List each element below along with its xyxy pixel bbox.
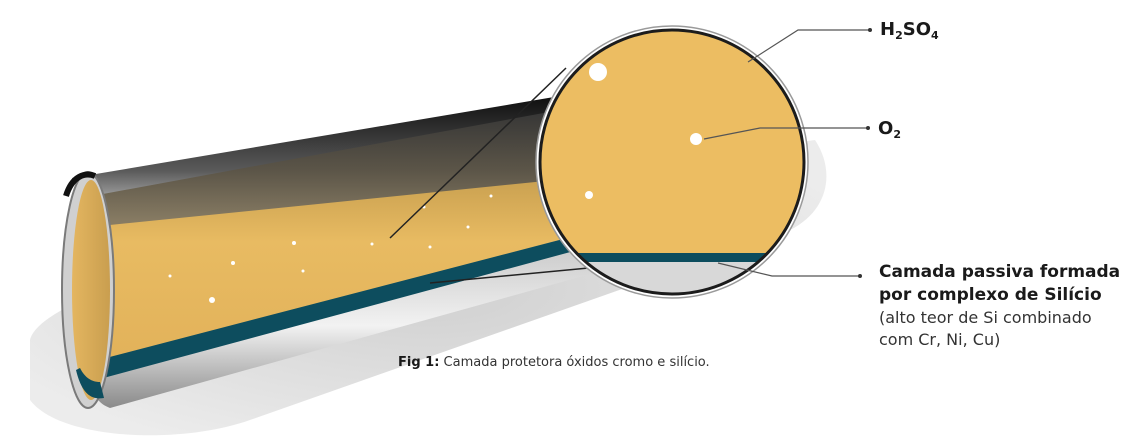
passive-layer-strip [98, 232, 598, 382]
leader-lines [703, 29, 870, 277]
o2-sub: 2 [893, 128, 901, 141]
h2so4-base-1: H [880, 19, 896, 40]
leader-layer [717, 262, 860, 277]
leader-dots [858, 28, 872, 278]
o2-label: O2 [878, 118, 901, 141]
caption-text: Camada protetora óxidos cromo e silício. [439, 355, 710, 370]
passive-layer-title-2: por complexo de Silício [879, 285, 1102, 305]
h2so4-label: H2SO4 [880, 19, 939, 42]
pipe-mouth-inner [72, 180, 110, 400]
caption-prefix: Fig 1: [398, 355, 440, 370]
pipe-mouth-passive [76, 368, 104, 399]
h2so4-sub-2: 4 [931, 29, 939, 42]
passive-layer-desc-1: (alto teor de Si combinado [879, 308, 1092, 327]
passive-layer-desc-2: com Cr, Ni, Cu) [879, 330, 1001, 349]
leader-h2so4 [747, 29, 870, 63]
passive-layer-label: Camada passiva formada por complexo de S… [879, 261, 1129, 351]
pipe-mouth-top-edge [63, 171, 97, 198]
figure-caption: Fig 1: Camada protetora óxidos cromo e s… [398, 355, 710, 370]
o2-base: O [878, 118, 894, 139]
pipe-bottom-shell [94, 244, 612, 408]
h2so4-base-2: SO [902, 19, 931, 40]
passive-layer-title-1: Camada passiva formada [879, 262, 1121, 282]
leader-o2 [703, 127, 868, 140]
h2so4-sub-1: 2 [895, 29, 903, 42]
zoom-line-upper [389, 67, 567, 239]
acid-fill [100, 178, 590, 360]
